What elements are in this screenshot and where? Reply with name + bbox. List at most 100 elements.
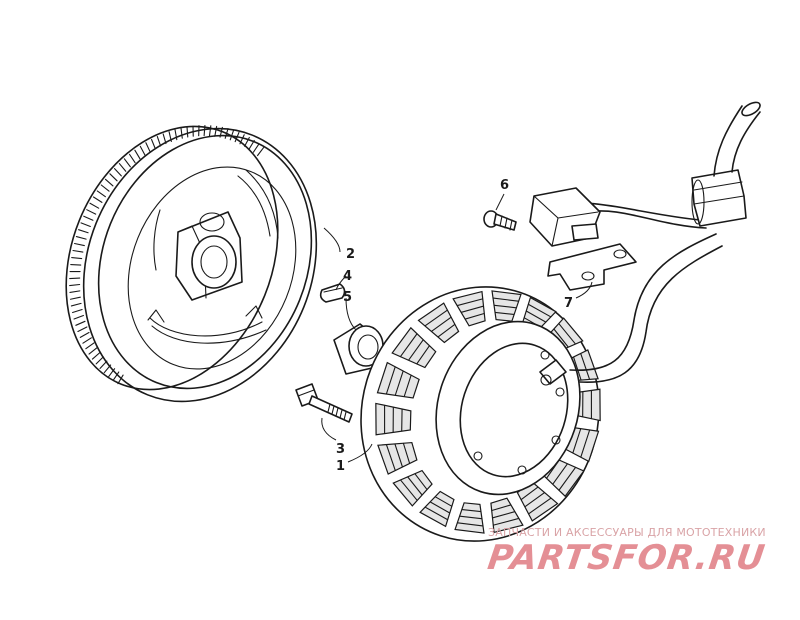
gear-tooth xyxy=(117,374,124,385)
coil-winding-line xyxy=(408,339,424,361)
gear-tooth xyxy=(77,326,88,332)
coil-winding-line xyxy=(385,444,396,471)
coil-winding-line xyxy=(552,463,568,485)
gear-tooth xyxy=(82,337,92,344)
coil-winding-line xyxy=(464,312,485,320)
gear-tooth xyxy=(69,283,81,287)
stator-coil xyxy=(419,490,455,528)
sensor-screw xyxy=(483,210,517,231)
callout-6: 6 xyxy=(500,178,509,193)
coil-winding-line xyxy=(456,298,484,307)
gear-tooth xyxy=(83,215,94,221)
gear-tooth xyxy=(96,190,106,198)
watermark-tagline: ЗАПЧАСТИ И АКСЕССУАРЫ ДЛЯ МОТОТЕХНИКИ xyxy=(488,526,766,539)
coil-winding-line xyxy=(394,370,404,396)
coil-winding-line xyxy=(558,323,576,345)
coil-winding-line xyxy=(527,303,552,318)
coil-winding-line xyxy=(437,323,456,338)
stator xyxy=(360,286,601,542)
coil-winding-line xyxy=(553,328,569,348)
coil-winding-line xyxy=(459,515,483,520)
callout-2: 2 xyxy=(346,247,355,262)
gear-tooth xyxy=(234,131,240,143)
coil-winding-line xyxy=(416,345,430,365)
callout-4: 4 xyxy=(343,269,352,284)
gear-tooth xyxy=(104,178,114,187)
gear-tooth xyxy=(108,368,116,378)
gear-tooth xyxy=(229,129,235,141)
coil-winding-line xyxy=(492,517,520,526)
coil-winding-line xyxy=(580,353,591,380)
gear-tooth xyxy=(118,163,127,172)
gear-tooth xyxy=(69,290,81,293)
sensor-bracket xyxy=(547,243,637,291)
coil-winding-line xyxy=(399,333,418,358)
spacer-washer xyxy=(333,323,384,375)
coil-winding-line xyxy=(429,501,451,514)
stator-coil xyxy=(417,302,460,344)
gear-tooth xyxy=(92,196,103,203)
gear-tooth xyxy=(70,264,82,266)
gear-tooth xyxy=(70,302,82,307)
gear-tooth xyxy=(145,142,151,153)
coil-winding-line xyxy=(525,310,547,323)
gear-tooth xyxy=(252,143,260,153)
gear-tooth xyxy=(95,356,104,365)
gear-tooth xyxy=(112,371,120,381)
coil-winding-line xyxy=(492,297,520,302)
gear-tooth xyxy=(128,153,136,164)
flywheel-ring-gear xyxy=(69,125,265,385)
gear-tooth xyxy=(180,127,183,139)
coil-winding-line xyxy=(493,304,517,309)
gear-tooth xyxy=(78,229,89,234)
gear-tooth xyxy=(86,209,97,215)
gear-tooth xyxy=(139,145,146,156)
gear-tooth xyxy=(73,314,84,320)
stator-coil xyxy=(392,469,433,507)
gear-tooth xyxy=(113,168,122,177)
leader-lines xyxy=(321,193,593,463)
gear-tooth xyxy=(156,136,162,147)
coil-winding-line xyxy=(385,366,396,395)
gear-tooth xyxy=(151,138,156,150)
coil-winding-line xyxy=(424,309,448,327)
coil-winding-line xyxy=(491,504,512,512)
callout-5: 5 xyxy=(343,290,352,305)
gear-tooth xyxy=(244,136,250,147)
gear-tooth xyxy=(99,360,108,369)
woodruff-key xyxy=(319,283,346,303)
gear-tooth xyxy=(69,277,81,280)
coil-winding-line xyxy=(431,316,452,332)
gear-tooth xyxy=(80,222,91,228)
stator-coil xyxy=(377,441,418,475)
gear-tooth xyxy=(109,173,118,182)
stator-coil xyxy=(391,326,437,369)
gear-tooth xyxy=(88,347,98,355)
gear-tooth xyxy=(134,149,141,160)
coil-winding-line xyxy=(424,506,449,521)
gear-tooth xyxy=(203,125,206,137)
coil-winding-line xyxy=(394,443,403,468)
gear-tooth xyxy=(219,126,223,138)
callout-7: 7 xyxy=(564,296,573,311)
coil-winding-line xyxy=(460,305,484,313)
gear-tooth xyxy=(257,146,265,157)
gear-tooth xyxy=(75,236,87,240)
coil-winding-line xyxy=(494,311,515,316)
coil-winding-line xyxy=(524,492,545,508)
gear-tooth xyxy=(186,126,189,138)
watermark-logo: PARTSFOR.RU xyxy=(485,538,768,578)
gear-tooth xyxy=(74,242,85,247)
gear-tooth xyxy=(224,128,229,139)
coil-winding-line xyxy=(402,442,411,464)
gear-tooth xyxy=(71,256,83,260)
gear-tooth xyxy=(72,249,84,253)
coil-winding-line xyxy=(580,429,591,458)
gear-tooth xyxy=(85,342,95,350)
gear-tooth xyxy=(214,125,218,137)
coil-winding-line xyxy=(573,356,582,381)
gear-tooth xyxy=(75,320,86,326)
gear-tooth xyxy=(174,129,178,141)
stator-coils xyxy=(375,290,601,534)
